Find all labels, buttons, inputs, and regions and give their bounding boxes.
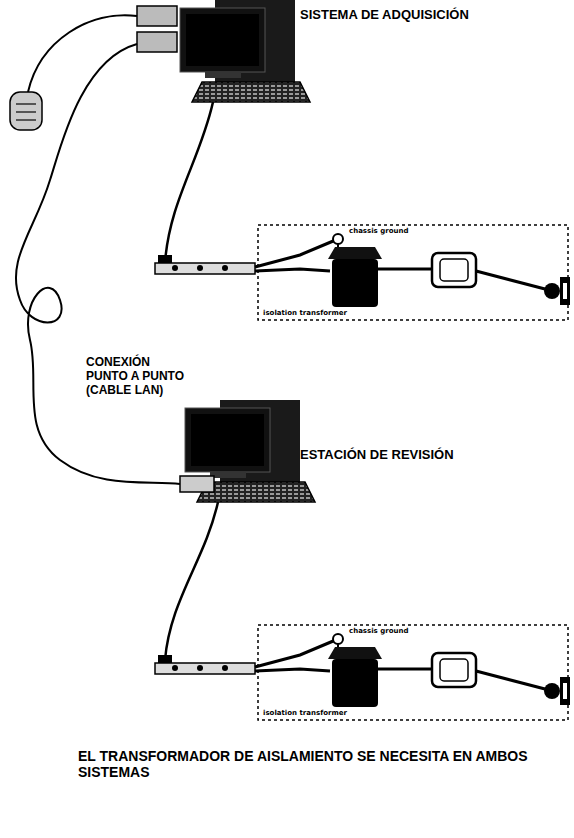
part-label: isolation transformer [262, 309, 348, 317]
part-label: chassis ground [348, 627, 409, 635]
part-label: isolation transformer [262, 709, 348, 717]
system-title: SISTEMA DE ADQUISICIÓN [300, 8, 469, 23]
station-title: ESTACIÓN DE REVISIÓN [300, 448, 454, 463]
connection-label: CONEXIÓN PUNTO A PUNTO (CABLE LAN) [86, 356, 191, 397]
caption: EL TRANSFORMADOR DE AISLAMIENTO SE NECES… [78, 748, 568, 780]
part-label: chassis ground [348, 227, 409, 235]
